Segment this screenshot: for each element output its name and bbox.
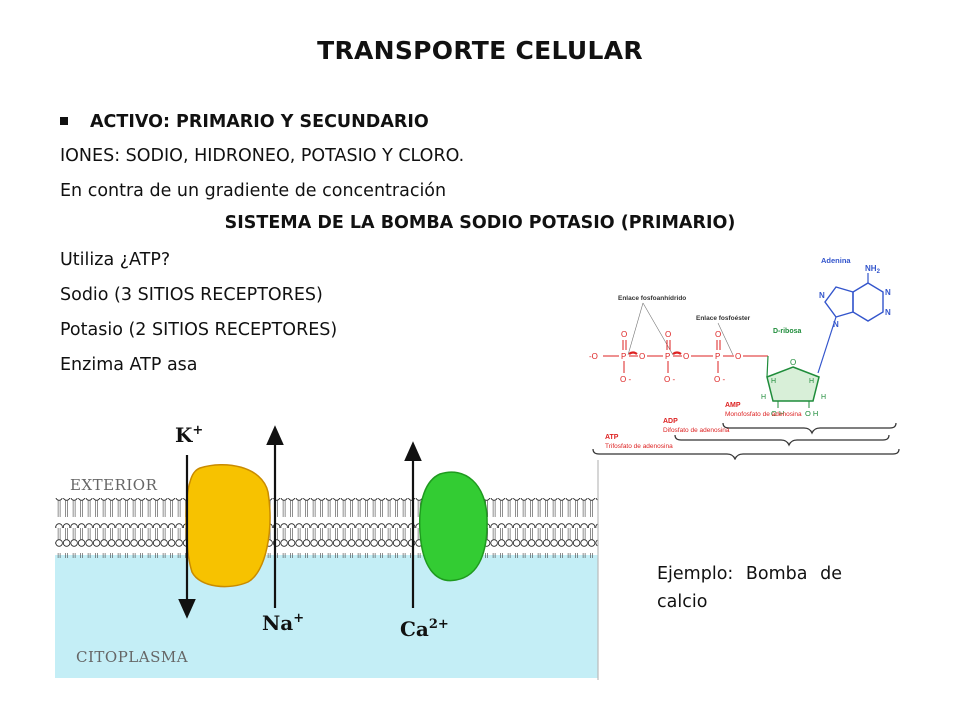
svg-text:O -: O - (620, 375, 631, 384)
svg-text:O: O (639, 352, 645, 361)
calcium-ion-label: Ca2+ (400, 617, 449, 641)
svg-text:O: O (735, 352, 741, 361)
svg-text:O -: O - (664, 375, 675, 384)
cytoplasm-area (55, 555, 598, 678)
potassium-line: Potasio (2 SITIOS RECEPTORES) (60, 320, 338, 340)
na-k-pump (185, 463, 271, 588)
svg-text:O: O (665, 330, 671, 339)
svg-text:N: N (833, 320, 839, 329)
gradient-line: En contra de un gradiente de concentraci… (60, 181, 447, 201)
amp-name: Monofosfato de adenosina (725, 411, 802, 418)
sodium-line: Sodio (3 SITIOS RECEPTORES) (60, 285, 323, 305)
adp-brace (674, 434, 890, 447)
amp-brace (722, 422, 897, 435)
anhydride-bond-label: Enlace fosfoanhídrido (618, 295, 686, 302)
svg-text:N: N (885, 288, 891, 297)
ca-pump (418, 471, 488, 582)
svg-text:H: H (771, 378, 776, 385)
adp-name: Difosfato de adenosina (663, 427, 730, 434)
svg-text:N: N (819, 291, 825, 300)
potassium-ion-label: K+ (175, 423, 203, 447)
ions-line: IONES: SODIO, HIDRONEO, POTASIO Y CLORO. (60, 146, 465, 166)
cytoplasm-label: CITOPLASMA (76, 648, 188, 666)
lipid-layer-bottom (55, 528, 598, 558)
bullet-item: ACTIVO: PRIMARIO Y SECUNDARIO (60, 112, 429, 132)
ribose-label: D-ribosa (773, 328, 802, 335)
enzyme-line: Enzima ATP asa (60, 355, 198, 375)
adp-label: ADP (663, 418, 678, 425)
atp-question-line: Utiliza ¿ATP? (60, 250, 171, 270)
svg-text:P: P (621, 352, 626, 361)
svg-text:O: O (621, 330, 627, 339)
membrane-pump-diagram: EXTERIOR CITOPLASMA K+ Na+ Ca2+ (40, 400, 600, 680)
atp-label: ATP (605, 434, 619, 441)
phosphate-chain: -O P O P O P O O O O O - O - O - (589, 330, 741, 384)
sodium-ion-label: Na+ (262, 611, 304, 635)
svg-text:H: H (809, 378, 814, 385)
example-text: Ejemplo: Bomba de calcio (657, 564, 842, 612)
svg-text:O: O (683, 352, 689, 361)
svg-text:O -: O - (714, 375, 725, 384)
square-bullet-icon (60, 117, 68, 125)
adenina-label: Adenina (821, 256, 851, 265)
nh2-label: NH2 (865, 264, 881, 275)
svg-text:P: P (665, 352, 670, 361)
atp-structure-diagram: Adenina NH2 N N N N Enlace fosfoanhídrid… (583, 255, 903, 460)
svg-text:H: H (821, 394, 826, 401)
svg-text:H: H (761, 394, 766, 401)
svg-text:N: N (885, 308, 891, 317)
svg-text:P: P (715, 352, 720, 361)
slide-title: TRANSPORTE CELULAR (317, 36, 643, 65)
atp-name: Trifosfato de adenosina (605, 443, 673, 450)
pump-heading: SISTEMA DE LA BOMBA SODIO POTASIO (PRIMA… (224, 213, 736, 233)
lipid-layer-top (55, 498, 598, 528)
svg-text:O H: O H (805, 409, 818, 418)
svg-text:-O: -O (589, 352, 598, 361)
svg-text:O: O (790, 358, 796, 367)
svg-text:O: O (715, 330, 721, 339)
exterior-label: EXTERIOR (70, 476, 158, 494)
atp-brace (592, 448, 900, 460)
svg-text:O H: O H (771, 409, 784, 418)
ribose-ring (766, 366, 820, 402)
adenine-imidazole-ring (824, 286, 854, 318)
bullet-text: ACTIVO: PRIMARIO Y SECUNDARIO (90, 112, 429, 132)
amp-label: AMP (725, 402, 741, 409)
ester-bond-label: Enlace fosfoéster (696, 315, 751, 322)
